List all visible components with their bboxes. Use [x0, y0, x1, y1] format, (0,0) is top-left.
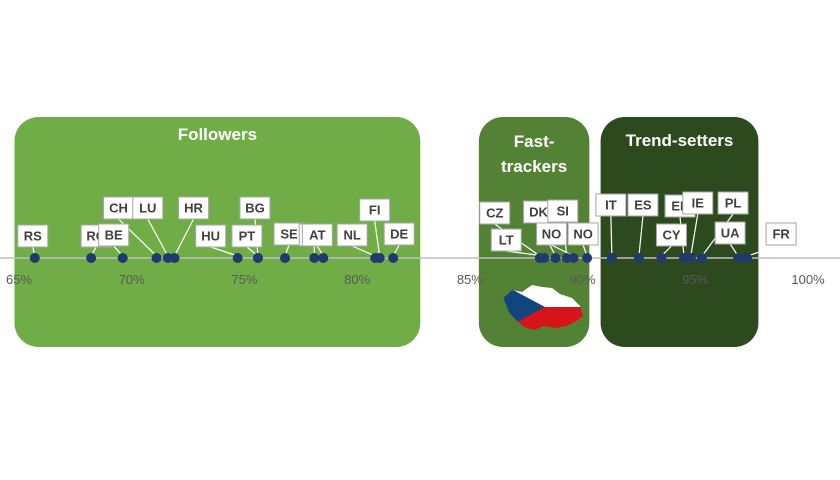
- data-label-hu: HU: [201, 229, 220, 244]
- data-label-box: [682, 191, 714, 215]
- data-label-box: [301, 223, 333, 247]
- data-label-box: [490, 228, 522, 252]
- x-tick-label: 100%: [791, 272, 825, 287]
- label-connector: [638, 215, 644, 257]
- data-label-box: [231, 224, 263, 248]
- data-labels: RSROBECHLUHRHUPTBGSEATATNLFIDECZLTDKSINO…: [17, 191, 797, 252]
- data-label-box: [336, 223, 368, 247]
- data-point-de: [388, 253, 399, 263]
- data-label-se: SE: [280, 227, 298, 242]
- data-label-box: [98, 223, 130, 247]
- label-connector: [690, 213, 699, 257]
- x-axis-ticks: 65% 70% 75% 80% 85% 90% 95% 100%: [6, 272, 825, 287]
- data-point-no: [582, 253, 593, 263]
- data-point-se: [280, 253, 291, 263]
- data-label-at: AT: [309, 228, 325, 243]
- data-point-hu: [232, 253, 243, 263]
- data-point-bg: [252, 253, 263, 263]
- data-point-dk: [550, 253, 561, 263]
- data-point-be: [117, 253, 128, 263]
- data-point-es: [633, 253, 644, 263]
- data-label-fr: FR: [772, 227, 790, 242]
- data-point-rs: [29, 253, 40, 263]
- x-tick-label: 90%: [570, 272, 596, 287]
- data-point-ro: [86, 253, 97, 263]
- data-label-box: [547, 199, 579, 223]
- data-label-lt: LT: [499, 233, 514, 248]
- label-connector: [746, 244, 782, 257]
- data-label-ch: CH: [109, 201, 128, 216]
- data-label-si: SI: [557, 204, 569, 219]
- data-label-no: NO: [573, 227, 593, 242]
- data-label-no: NO: [542, 227, 562, 242]
- data-label-box: [195, 224, 227, 248]
- data-label-cy: CY: [662, 228, 680, 243]
- x-tick-label: 70%: [119, 272, 145, 287]
- data-point-at: [309, 253, 320, 263]
- data-label-fi: FI: [369, 203, 381, 218]
- data-label-box: [239, 196, 271, 220]
- x-tick-label: 75%: [231, 272, 257, 287]
- data-label-box: [717, 191, 749, 215]
- label-connector: [174, 218, 195, 257]
- data-label-box: [655, 223, 687, 247]
- label-connector: [610, 215, 613, 257]
- group-title-3: Trend-setters: [626, 131, 734, 150]
- data-point-at: [318, 253, 329, 263]
- label-connector: [351, 245, 376, 257]
- data-label-box: [567, 222, 599, 246]
- data-label-box: [17, 224, 49, 248]
- data-label-hr: HR: [184, 201, 203, 216]
- data-label-cz: CZ: [486, 206, 503, 221]
- data-label-it: IT: [605, 198, 617, 213]
- data-point-hr: [169, 253, 180, 263]
- data-label-ua: UA: [721, 226, 740, 241]
- data-label-pl: PL: [725, 196, 742, 211]
- data-point-ua: [733, 253, 744, 263]
- data-label-pt: PT: [239, 229, 256, 244]
- data-label-bg: BG: [245, 201, 265, 216]
- group-panel-2: [478, 117, 590, 347]
- data-label-nl: NL: [344, 228, 361, 243]
- data-point-fi: [374, 253, 385, 263]
- data-point-cy: [656, 253, 667, 263]
- data-label-ie: IE: [692, 196, 705, 211]
- data-point-fr: [742, 253, 753, 263]
- data-label-box: [714, 221, 746, 245]
- label-connector: [147, 218, 169, 257]
- data-point-no: [568, 253, 579, 263]
- label-connector: [374, 220, 381, 257]
- group-title-1: Followers: [178, 125, 257, 144]
- data-label-box: [383, 222, 415, 246]
- data-point-lt: [539, 253, 550, 263]
- data-label-box: [178, 196, 210, 220]
- data-label-rs: RS: [24, 229, 42, 244]
- data-label-box: [359, 198, 391, 222]
- data-point-it: [606, 253, 617, 263]
- data-point-ch: [151, 253, 162, 263]
- group-title-2: Fast-trackers: [501, 132, 567, 176]
- data-label-de: DE: [390, 227, 408, 242]
- data-point-ie: [685, 253, 696, 263]
- data-label-be: BE: [105, 228, 123, 243]
- data-label-lu: LU: [139, 201, 156, 216]
- data-label-box: [595, 193, 627, 217]
- data-point-pl: [697, 253, 708, 263]
- data-label-es: ES: [634, 198, 652, 213]
- x-tick-label: 85%: [457, 272, 483, 287]
- x-tick-label: 65%: [6, 272, 32, 287]
- data-label-box: [765, 222, 797, 246]
- label-connector: [210, 246, 238, 257]
- x-tick-label: 95%: [682, 272, 708, 287]
- data-label-box: [132, 196, 164, 220]
- data-label-box: [627, 193, 659, 217]
- data-label-box: [479, 201, 511, 225]
- data-markers: [29, 253, 753, 263]
- x-tick-label: 80%: [344, 272, 370, 287]
- data-label-dk: DK: [529, 205, 548, 220]
- data-label-box: [536, 222, 568, 246]
